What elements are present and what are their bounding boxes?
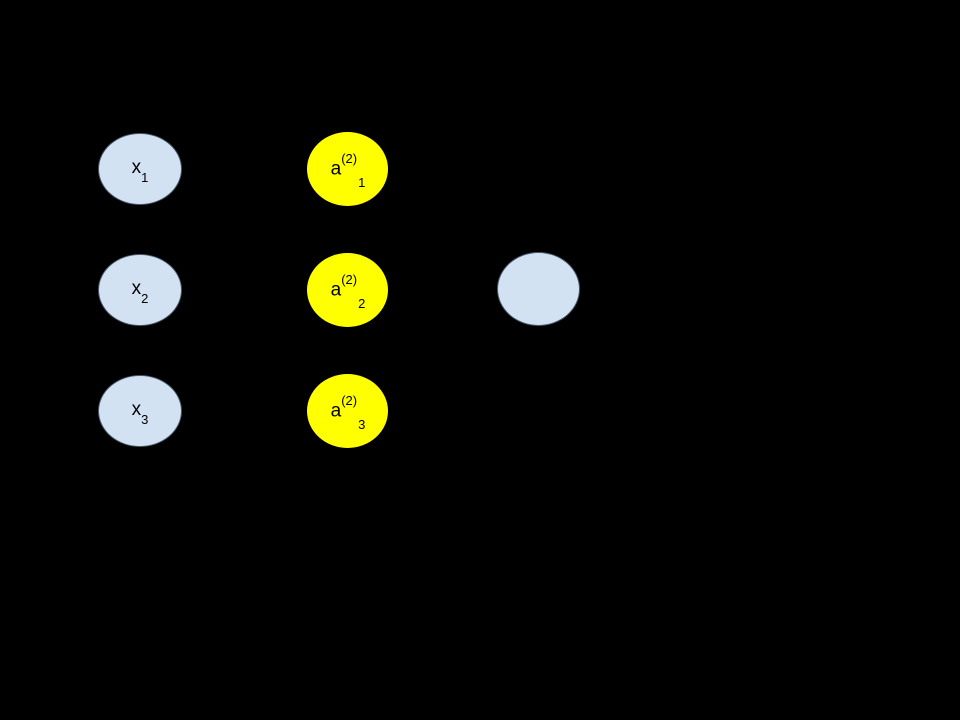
node-a2-1[interactable]: a(2)1 xyxy=(307,132,388,206)
label-superscript: (2) xyxy=(341,393,358,409)
label-base: a xyxy=(330,279,342,301)
node-label-x1: x1 xyxy=(131,157,149,184)
label-superscript: (2) xyxy=(341,151,358,167)
label-subscript: 1 xyxy=(141,169,149,185)
node-label-x2: x2 xyxy=(131,278,149,305)
label-subscript: 3 xyxy=(141,411,149,427)
label-base: x xyxy=(131,157,142,179)
label-base: a xyxy=(330,158,342,180)
label-subscript: 2 xyxy=(141,290,149,306)
node-x2[interactable]: x2 xyxy=(98,254,182,326)
node-label-x3: x3 xyxy=(131,399,149,426)
label-subscript: 1 xyxy=(358,174,366,190)
node-label-a2-2: a(2)2 xyxy=(330,273,366,309)
node-x3[interactable]: x3 xyxy=(98,375,182,447)
node-output-1[interactable] xyxy=(497,252,580,326)
label-base: x xyxy=(131,278,142,300)
node-label-a2-3: a(2)3 xyxy=(330,394,366,430)
label-subscript: 3 xyxy=(358,416,366,432)
node-a2-3[interactable]: a(2)3 xyxy=(307,374,388,448)
label-base: a xyxy=(330,400,342,422)
node-x1[interactable]: x1 xyxy=(98,133,182,205)
node-label-a2-1: a(2)1 xyxy=(330,152,366,188)
node-a2-2[interactable]: a(2)2 xyxy=(307,253,388,327)
label-subscript: 2 xyxy=(358,295,366,311)
label-base: x xyxy=(131,399,142,421)
label-superscript: (2) xyxy=(341,272,358,288)
